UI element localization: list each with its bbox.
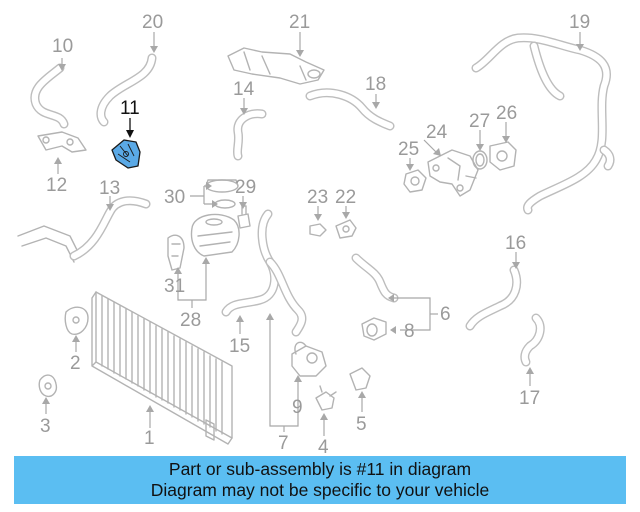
callout-23: 23 [307,187,328,208]
callout-19: 19 [569,12,590,33]
radiator-fins [101,295,223,435]
callout-21: 21 [289,12,310,33]
callout-numbers: 10 20 11 12 21 19 14 18 25 24 27 26 13 3… [40,12,590,458]
callout-1: 1 [144,428,155,449]
callout-5: 5 [356,414,367,435]
callout-24: 24 [426,122,448,143]
callout-26: 26 [496,103,517,124]
callout-12: 12 [46,175,67,196]
callout-14: 14 [233,79,255,100]
callout-13: 13 [99,178,120,199]
callout-20: 20 [142,12,163,33]
callout-18: 18 [365,74,386,95]
callout-11[interactable]: 11 [120,98,140,119]
callout-25: 25 [398,139,419,160]
callout-22: 22 [335,187,356,208]
callout-31: 31 [164,276,185,297]
callout-16: 16 [505,233,526,254]
callout-27: 27 [469,111,490,132]
banner-line-1: Part or sub-assembly is #11 in diagram [168,459,472,479]
part-info-banner: Part or sub-assembly is #11 in diagram D… [14,456,626,504]
callout-4: 4 [318,437,329,458]
callout-6: 6 [440,304,451,325]
callout-29: 29 [235,177,256,198]
part-11-highlighted[interactable] [111,139,141,169]
callout-10: 10 [52,36,73,57]
callout-30: 30 [164,187,185,208]
banner-line-2: Diagram may not be specific to your vehi… [150,480,490,500]
callout-15: 15 [229,336,250,357]
callout-7: 7 [278,433,289,454]
callout-3: 3 [40,416,51,437]
callout-2: 2 [70,353,81,374]
callout-28: 28 [180,310,201,331]
leader-lines [42,32,584,436]
part-drawings [17,33,615,445]
callout-17: 17 [519,388,540,409]
callout-9: 9 [292,397,303,418]
callout-8: 8 [404,321,415,342]
